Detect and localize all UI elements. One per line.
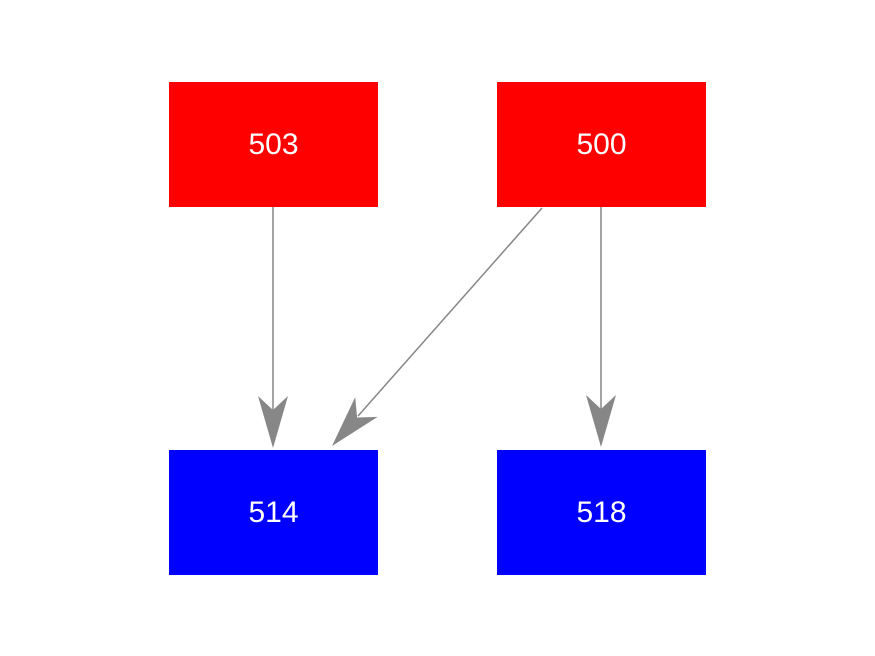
edge-500-514 (332, 207, 543, 446)
node-518: 518 (497, 450, 706, 575)
node-514: 514 (169, 450, 378, 575)
node-500: 500 (497, 82, 706, 207)
node-label: 503 (248, 127, 299, 161)
edge-503-514 (258, 207, 288, 448)
node-label: 518 (576, 495, 627, 529)
node-label: 500 (576, 127, 627, 161)
node-503: 503 (169, 82, 378, 207)
edge-500-518 (586, 207, 616, 447)
edge-line (357, 207, 543, 417)
edge-arrowhead (586, 395, 616, 447)
edge-arrowhead (332, 397, 378, 446)
edge-arrowhead (258, 396, 288, 448)
node-label: 514 (248, 495, 299, 529)
